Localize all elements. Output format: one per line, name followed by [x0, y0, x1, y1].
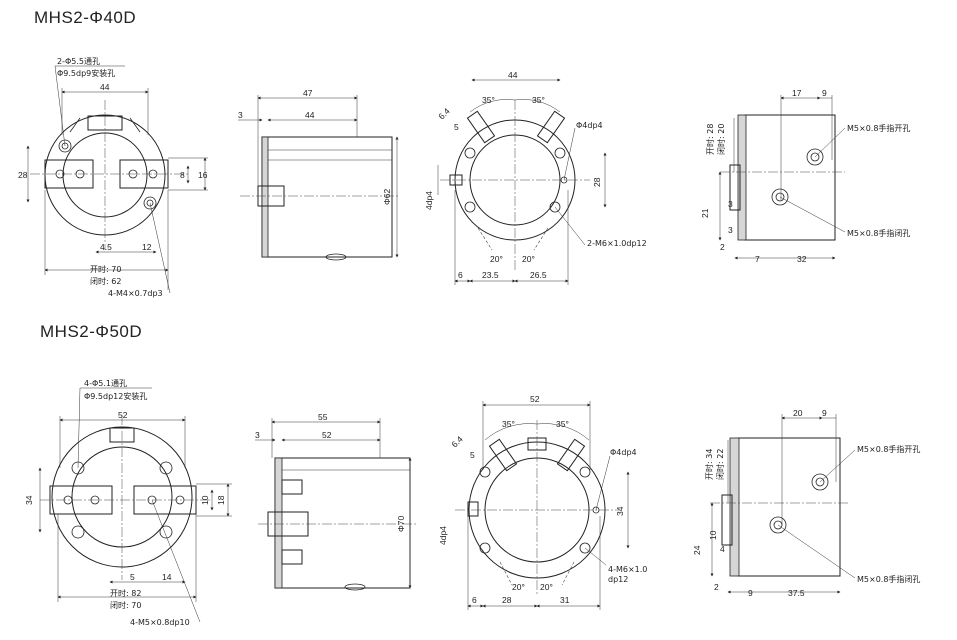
port-40-b2: 7 [755, 254, 760, 264]
front-40-close: 闭时: 62 [90, 276, 121, 286]
rear-50-pin: Φ4dp4 [610, 448, 637, 457]
port-50-h3: 10 [708, 530, 718, 540]
front-50-off2: 14 [162, 572, 172, 582]
front-50-finger-w: 10 [200, 495, 210, 505]
side-view-40: 47 44 3 Φ62 [238, 88, 400, 261]
side-50-total: 55 [318, 412, 328, 422]
port-40-h3: 3 [728, 225, 733, 235]
port-50-b1: 2 [714, 582, 719, 592]
rear-50-thread-depth: dp12 [608, 575, 628, 584]
port-40-open: 开时: 28 [705, 124, 715, 155]
front-40-finger-h: 16 [198, 170, 208, 180]
port-50-w2: 9 [822, 408, 827, 418]
section-title-50: MHS2-Φ50D [40, 322, 143, 341]
side-50-dia: Φ70 [396, 515, 406, 532]
port-40-w1: 17 [792, 88, 802, 98]
rear-50-width: 52 [530, 394, 540, 404]
front-50-finger-h: 18 [216, 495, 226, 505]
front-40-width: 44 [100, 82, 110, 92]
front-50-thread: 4-M5×0.8dp10 [130, 618, 190, 627]
front-50-counterbore: Φ9.5dp12安装孔 [84, 391, 147, 401]
front-40-open: 开时: 70 [90, 264, 121, 274]
port-40-open-port: M5×0.8手指开孔 [847, 123, 910, 133]
front-50-open: 开时: 82 [110, 588, 141, 598]
port-40-b3: 32 [797, 254, 807, 264]
rear-50-d1: 6.4 [449, 434, 465, 450]
front-50-holes: 4-Φ5.1通孔 [84, 378, 127, 388]
rear-40-b1: 6 [458, 270, 463, 280]
rear-50-dp: 4dp4 [438, 526, 448, 545]
front-40-off2: 12 [142, 242, 152, 252]
port-view-40: 17 9 开时: 28 闭时: 20 M5×0.8手指开孔 M5×0.8手指闭孔… [700, 88, 910, 264]
port-40-h1: 21 [700, 208, 710, 218]
front-50-width: 52 [118, 410, 128, 420]
rear-40-thread: 2-M6×1.0dp12 [587, 239, 647, 248]
front-40-counterbore: Φ9.5dp9安装孔 [57, 68, 115, 78]
port-50-open-port: M5×0.8手指开孔 [857, 444, 920, 454]
side-40-flange: 3 [238, 110, 243, 120]
rear-40-pin: Φ4dp4 [576, 121, 603, 130]
rear-50-ang2: 35° [556, 419, 569, 429]
port-view-50: 20 9 开时: 34 闭时: 22 M5×0.8手指开孔 M5×0.8手指闭孔… [692, 408, 920, 598]
rear-50-ang1: 35° [502, 419, 515, 429]
rear-40-dp: 4dp4 [424, 191, 434, 210]
rear-40-ang2: 35° [532, 95, 545, 105]
port-40-close: 闭时: 20 [716, 124, 726, 155]
rear-50-b3: 31 [560, 595, 570, 605]
rear-view-40: 44 35° 35° 6.4 5 Φ4dp4 4dp4 28 20° 20° 2… [424, 70, 647, 285]
port-40-close-port: M5×0.8手指闭孔 [847, 228, 910, 238]
side-40-body: 44 [305, 110, 315, 120]
front-40-holes: 2-Φ5.5通孔 [57, 56, 100, 66]
front-view-50: 4-Φ5.1通孔 Φ9.5dp12安装孔 52 34 10 18 5 14 开时… [24, 378, 232, 627]
front-40-off1: 4.5 [100, 242, 112, 252]
rear-40-width: 44 [508, 70, 518, 80]
rear-40-b3: 26.5 [530, 270, 547, 280]
side-view-50: 55 52 3 Φ70 [255, 412, 418, 591]
port-40-h2: 3 [728, 199, 733, 209]
rear-40-d1: 6.4 [436, 106, 452, 122]
rear-50-h: 34 [615, 506, 625, 516]
rear-40-a2: 20° [522, 254, 535, 264]
front-50-off1: 5 [130, 572, 135, 582]
side-40-total: 47 [303, 88, 313, 98]
side-50-body: 52 [322, 430, 332, 440]
rear-view-50: 52 35° 35° 6.4 5 Φ4dp4 4dp4 34 20° 20° 4… [438, 394, 647, 610]
rear-40-d2: 5 [454, 122, 459, 132]
port-50-h2: 4 [720, 544, 725, 554]
rear-50-thread: 4-M6×1.0 [608, 565, 647, 574]
side-40-dia: Φ62 [382, 188, 392, 205]
rear-40-h: 28 [592, 177, 602, 187]
port-50-close: 闭时: 22 [715, 449, 725, 480]
front-50-close: 闭时: 70 [110, 600, 141, 610]
rear-50-d2: 5 [470, 450, 475, 460]
rear-50-b2: 28 [502, 595, 512, 605]
port-40-b1: 2 [720, 242, 725, 252]
rear-50-a2: 20° [540, 582, 553, 592]
section-title-40: MHS2-Φ40D [34, 8, 137, 27]
rear-40-ang1: 35° [482, 95, 495, 105]
front-40-height: 28 [18, 170, 28, 180]
rear-40-a1: 20° [490, 254, 503, 264]
port-50-open: 开时: 34 [704, 449, 714, 480]
front-40-thread: 4-M4×0.7dp3 [108, 289, 163, 298]
front-view-40: 2-Φ5.5通孔 Φ9.5dp9安装孔 44 28 8 16 4.5 12 开时… [18, 56, 208, 298]
port-50-h1: 24 [692, 545, 702, 555]
port-50-close-port: M5×0.8手指闭孔 [857, 574, 920, 584]
side-50-flange: 3 [255, 430, 260, 440]
rear-40-b2: 23.5 [482, 270, 499, 280]
front-40-finger-w: 8 [180, 170, 185, 180]
port-50-b3: 37.5 [788, 588, 805, 598]
port-50-b2: 9 [748, 588, 753, 598]
port-40-w2: 9 [822, 88, 827, 98]
port-50-w1: 20 [793, 408, 803, 418]
rear-50-a1: 20° [512, 582, 525, 592]
rear-50-b1: 6 [472, 595, 477, 605]
front-50-height: 34 [24, 495, 34, 505]
